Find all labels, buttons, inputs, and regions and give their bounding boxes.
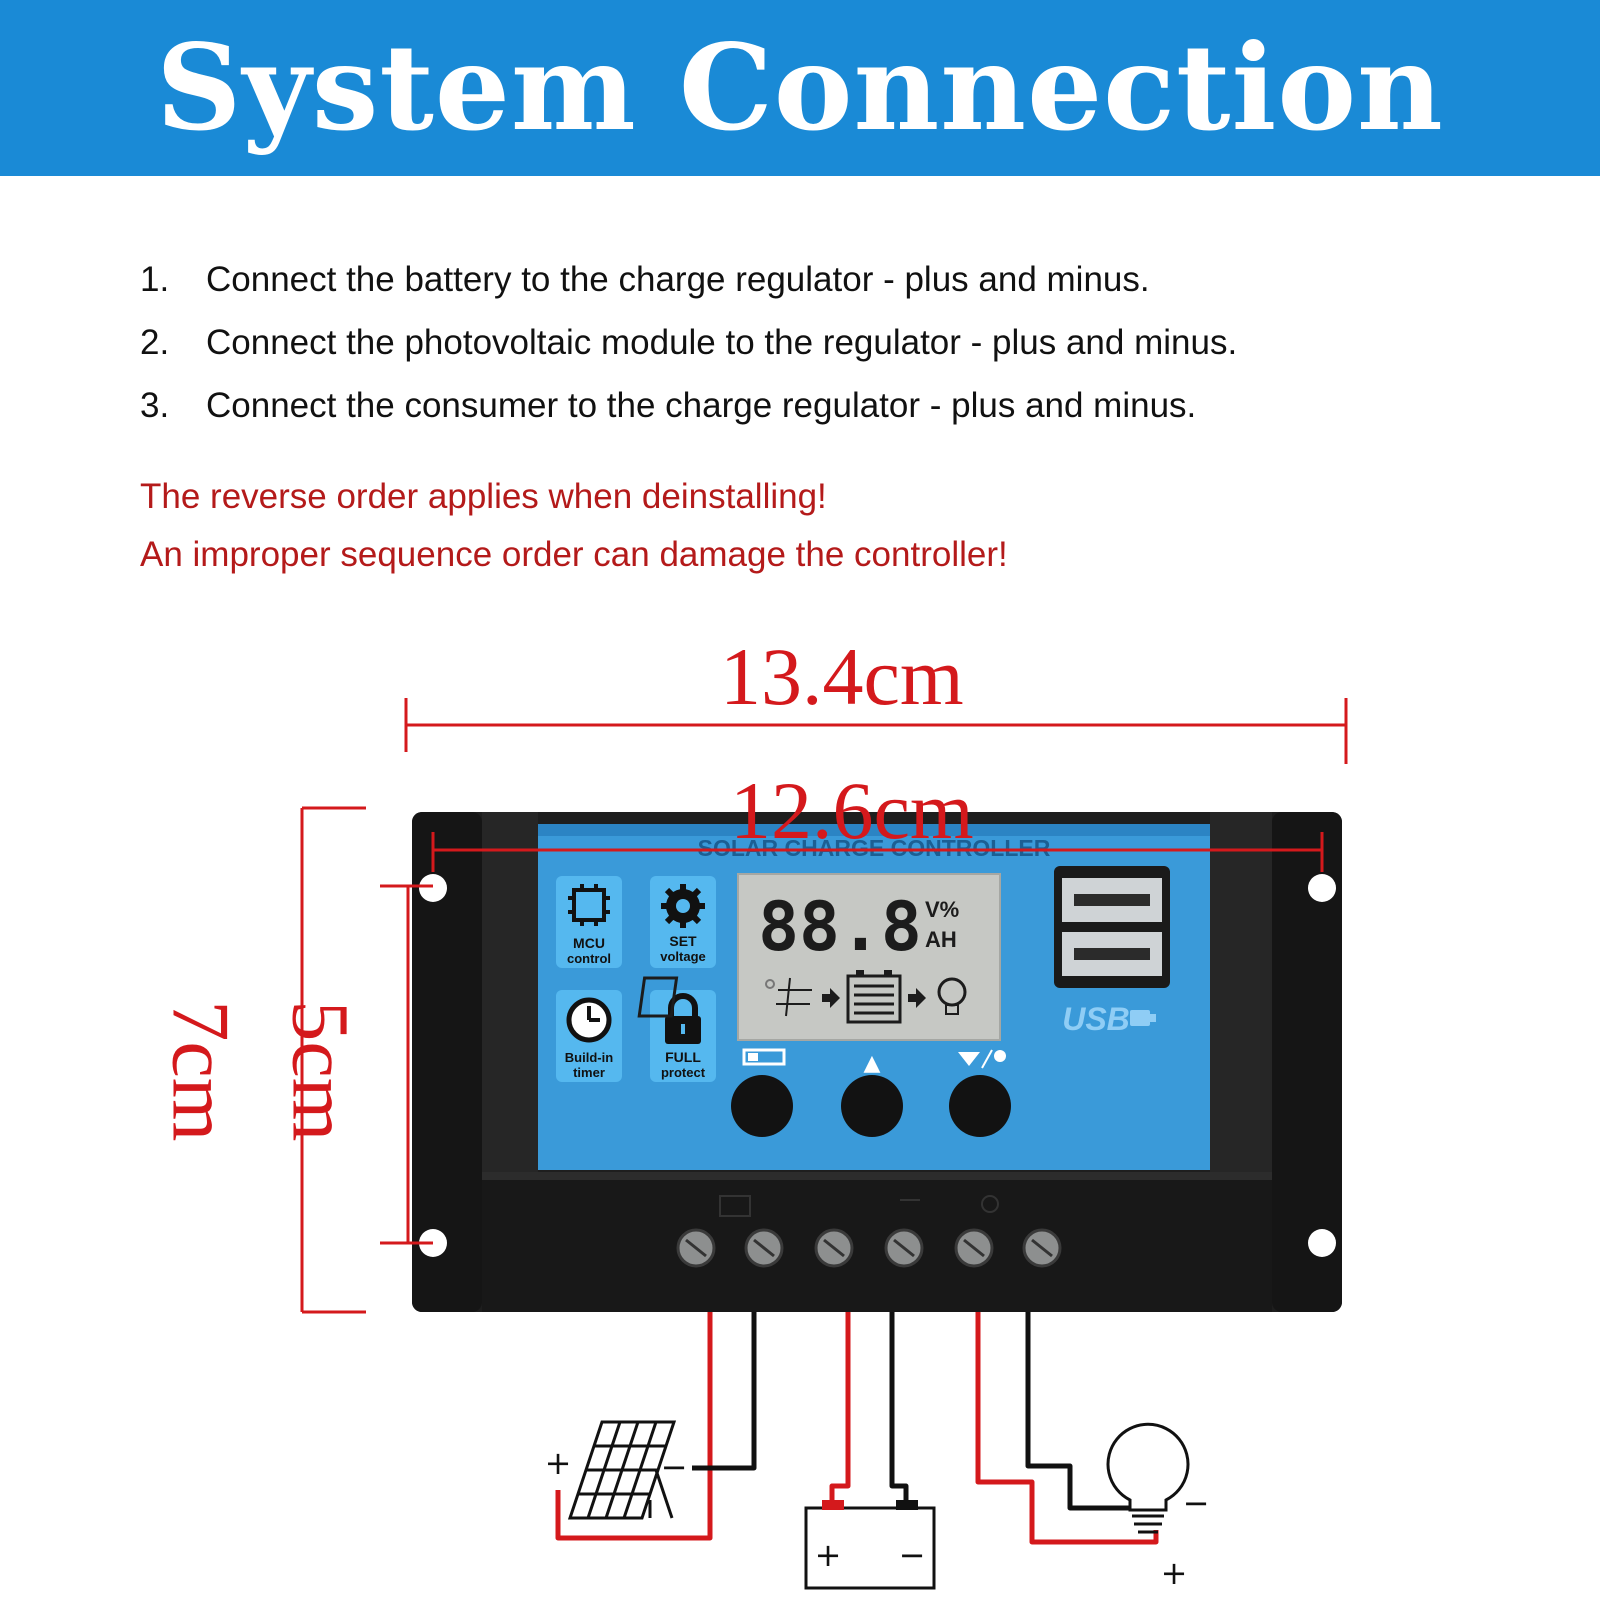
front-panel: SOLAR CHARGE CONTROLLER MCU control xyxy=(538,824,1210,1170)
solar-positive-wire xyxy=(555,1312,713,1541)
step-item: 3. Connect the consumer to the charge re… xyxy=(140,384,1540,447)
feature-label: SET xyxy=(669,933,697,949)
terminal-screw xyxy=(814,1228,854,1268)
feature-label: voltage xyxy=(660,949,706,964)
menu-icon xyxy=(742,1048,786,1066)
lcd-unit-bottom: AH xyxy=(925,927,957,952)
feature-label: Build-in xyxy=(565,1050,613,1065)
lcd-arrow-icon xyxy=(822,988,840,1008)
down-light-icon xyxy=(958,1049,1006,1069)
panel-title: SOLAR CHARGE CONTROLLER xyxy=(698,835,1051,861)
dimension-hole-height xyxy=(380,884,433,1245)
mounting-hole xyxy=(1308,874,1336,902)
feature-label: protect xyxy=(661,1065,706,1080)
lcd-arrow-icon xyxy=(908,988,926,1008)
usb-plug-icon xyxy=(1130,1010,1156,1026)
terminal-screw xyxy=(884,1228,924,1268)
lcd-solar-icon xyxy=(637,976,812,1018)
step-item: 2. Connect the photovoltaic module to th… xyxy=(140,321,1540,384)
lcd-digits: 88.8 xyxy=(758,888,922,967)
lcd-bulb-icon xyxy=(937,977,967,1015)
battery-positive-wire xyxy=(829,1312,851,1508)
load-plus-label: + xyxy=(1161,1554,1188,1592)
warning-improper-sequence: An improper sequence order can damage th… xyxy=(140,535,1008,574)
dimension-label-hole-height: 5cm xyxy=(275,1000,367,1142)
gear-icon xyxy=(661,884,705,928)
usb-port: USB xyxy=(1054,866,1170,1037)
load-positive-wire xyxy=(975,1312,1159,1545)
dimension-overall-height xyxy=(300,806,366,1314)
mounting-hole xyxy=(1308,1229,1336,1257)
battery-plus-label: + xyxy=(815,1536,842,1574)
battery-icon xyxy=(804,1500,936,1590)
up-button[interactable] xyxy=(841,1075,903,1137)
mounting-hole xyxy=(419,874,447,902)
load-negative-wire xyxy=(1025,1312,1138,1511)
solar-minus-label: − xyxy=(661,1448,688,1486)
feature-label: timer xyxy=(573,1065,605,1080)
feature-timer: Build-in timer xyxy=(556,990,622,1082)
solar-panel-icon xyxy=(567,1420,677,1520)
step-item: 1. Connect the battery to the charge reg… xyxy=(140,258,1540,321)
menu-button[interactable] xyxy=(731,1075,793,1137)
dimension-hole-width xyxy=(431,832,1324,872)
feature-label: FULL xyxy=(665,1049,701,1065)
solar-negative-wire xyxy=(692,1312,757,1471)
steps-list: 1. Connect the battery to the charge reg… xyxy=(140,258,1540,447)
wiring xyxy=(555,1312,1159,1545)
lcd-unit-top: V% xyxy=(925,897,959,922)
lcd-display: 88.8 V% AH xyxy=(637,873,1001,1041)
terminal-screw xyxy=(744,1228,784,1268)
step-number: 1. xyxy=(140,260,170,299)
dimension-label-hole-width: 12.6cm xyxy=(730,765,974,856)
step-text: Connect the photovoltaic module to the r… xyxy=(206,323,1238,362)
lcd-battery-icon xyxy=(846,970,902,1024)
terminal-screw xyxy=(1022,1228,1062,1268)
dimension-overall-width xyxy=(404,698,1348,764)
feature-set-voltage: SET voltage xyxy=(650,876,716,968)
terminal-screw xyxy=(954,1228,994,1268)
feature-full-protect: FULL protect xyxy=(650,990,716,1082)
chip-icon xyxy=(568,884,610,926)
load-minus-label: − xyxy=(1183,1484,1210,1522)
feature-label: MCU xyxy=(573,935,605,951)
step-text: Connect the consumer to the charge regul… xyxy=(206,386,1197,425)
light-bulb-icon xyxy=(1106,1422,1190,1534)
clock-icon xyxy=(566,997,612,1043)
feature-label: control xyxy=(567,951,611,966)
terminal-symbol-icons xyxy=(719,1195,999,1217)
battery-minus-label: − xyxy=(899,1536,926,1574)
usb-label: USB xyxy=(1062,1001,1130,1037)
terminal-screw xyxy=(676,1228,716,1268)
dimension-label-overall-height: 7cm xyxy=(155,1000,247,1142)
warning-reverse-order: The reverse order applies when deinstall… xyxy=(140,477,827,516)
page-title: System Connection xyxy=(156,18,1444,157)
up-arrow-icon: ▲ xyxy=(864,1051,881,1076)
solar-plus-label: + xyxy=(545,1444,572,1482)
battery-negative-wire xyxy=(889,1312,909,1508)
terminal-screws xyxy=(676,1228,1062,1268)
step-text: Connect the battery to the charge regula… xyxy=(206,260,1150,299)
header-banner: System Connection xyxy=(0,0,1600,176)
feature-mcu: MCU control xyxy=(556,876,622,968)
down-button[interactable] xyxy=(949,1075,1011,1137)
step-number: 3. xyxy=(140,386,170,425)
step-number: 2. xyxy=(140,323,170,362)
dimension-label-overall-width: 13.4cm xyxy=(720,631,964,722)
